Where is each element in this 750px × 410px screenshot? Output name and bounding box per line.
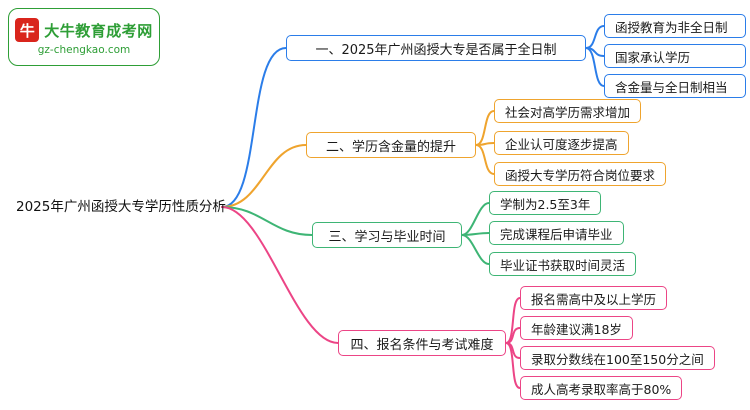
leaf-node: 国家承认学历	[604, 44, 746, 68]
logo-subtitle: gz-chengkao.com	[37, 44, 131, 56]
connector-root-branch1	[221, 47, 287, 208]
leaf-node: 年龄建议满18岁	[520, 316, 633, 340]
connector-leaf	[585, 47, 605, 87]
connector-root-branch3	[221, 206, 313, 236]
leaf-node: 学制为2.5至3年	[489, 191, 602, 215]
leaf-node: 函授大专学历符合岗位要求	[494, 162, 667, 186]
leaf-node: 含金量与全日制相当	[604, 74, 746, 98]
connector-leaf	[585, 25, 605, 49]
connector-leaf	[505, 342, 521, 389]
logo-row: 牛 大牛教育成考网	[15, 18, 153, 42]
leaf-node: 录取分数线在100至150分之间	[520, 346, 715, 370]
leaf-node: 社会对高学历需求增加	[494, 99, 642, 123]
connector-leaf	[475, 144, 495, 175]
connector-leaf	[461, 234, 490, 265]
leaf-node: 函授教育为非全日制	[604, 14, 746, 38]
root-node: 2025年广州函授大专学历性质分析	[16, 199, 226, 215]
connector-root-branch2	[221, 144, 307, 208]
branch-node-2: 二、学历含金量的提升	[306, 132, 476, 158]
leaf-node: 报名需高中及以上学历	[520, 286, 668, 310]
branch-node-4: 四、报名条件与考试难度	[338, 330, 506, 356]
connector-leaf	[461, 202, 490, 236]
connector-leaf	[505, 342, 521, 359]
connector-leaf	[505, 297, 521, 344]
logo-title: 大牛教育成考网	[44, 21, 153, 40]
leaf-node: 完成课程后申请毕业	[489, 221, 624, 245]
leaf-node: 毕业证书获取时间灵活	[489, 252, 637, 276]
leaf-node: 企业认可度逐步提高	[494, 131, 629, 155]
connector-leaf	[475, 142, 495, 146]
leaf-node: 成人高考录取率高于80%	[520, 376, 683, 400]
bull-logo-icon: 牛	[15, 18, 40, 42]
connector-leaf	[505, 327, 521, 344]
site-logo[interactable]: 牛 大牛教育成考网 gz-chengkao.com	[8, 8, 160, 66]
connector-leaf	[585, 47, 605, 57]
branch-node-3: 三、学习与毕业时间	[312, 222, 462, 248]
connector-leaf	[461, 232, 490, 236]
branch-node-1: 一、2025年广州函授大专是否属于全日制	[286, 35, 586, 61]
connector-leaf	[475, 110, 495, 146]
